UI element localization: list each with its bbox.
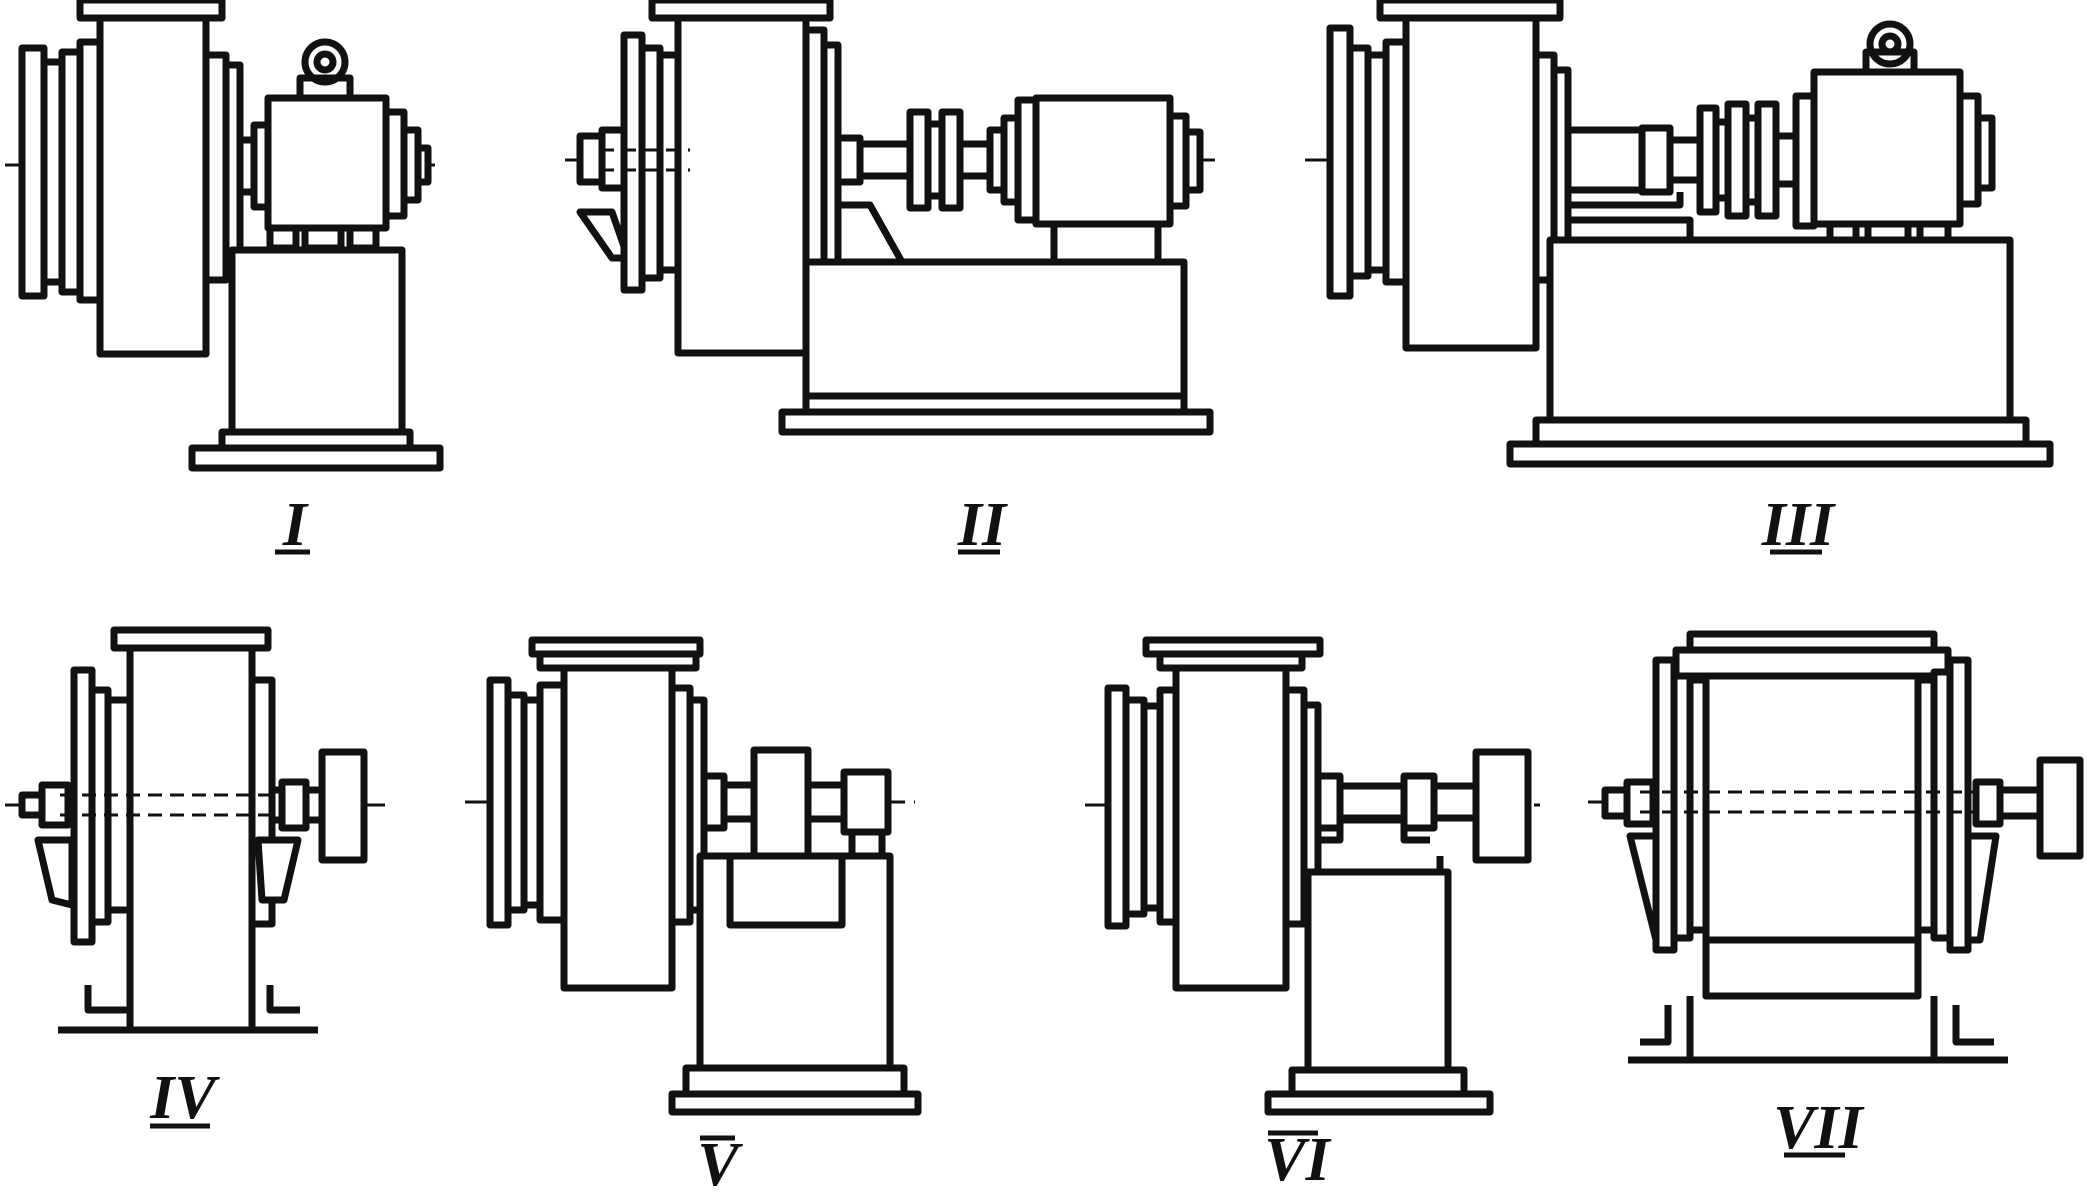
label-ii: II	[957, 491, 1008, 559]
svg-text:I: I	[282, 491, 309, 559]
variant-ii-drawing	[565, 0, 1215, 436]
label-iii: III	[1761, 491, 1836, 559]
label-vii: VII	[1773, 1094, 1864, 1162]
variant-vii-drawing	[1588, 630, 2084, 1064]
variant-i-drawing	[5, 0, 444, 472]
svg-text:III: III	[1761, 491, 1836, 559]
svg-text:VII: VII	[1773, 1094, 1864, 1162]
variant-v-drawing	[465, 636, 922, 1116]
svg-text:II: II	[957, 491, 1008, 559]
label-iv: IV	[149, 1064, 220, 1132]
label-v: V	[697, 1131, 743, 1193]
svg-text:V: V	[697, 1131, 743, 1193]
label-i: I	[275, 491, 310, 559]
variant-vi-drawing	[1085, 636, 1545, 1116]
svg-text:IV: IV	[149, 1064, 220, 1132]
svg-text:VI: VI	[1264, 1126, 1331, 1193]
variant-iv-drawing	[5, 626, 385, 1034]
variant-iii-drawing	[1305, 0, 2054, 468]
label-vi: VI	[1264, 1126, 1331, 1193]
